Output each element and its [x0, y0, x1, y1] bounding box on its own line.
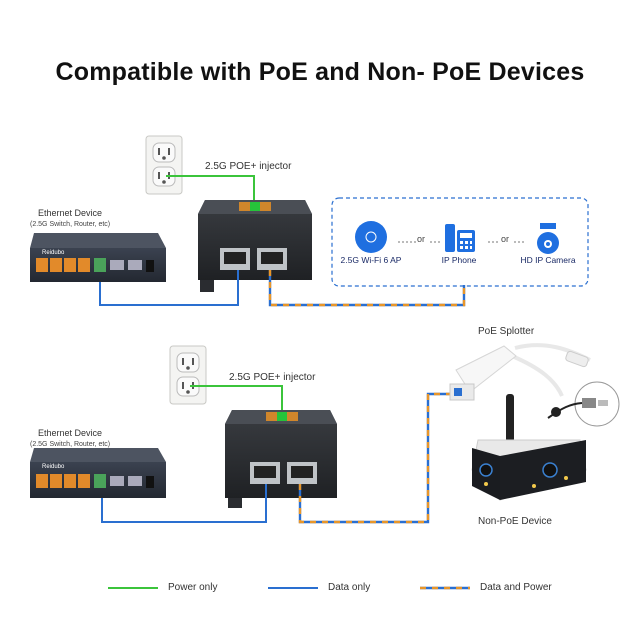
data-line [101, 484, 267, 523]
ip-phone-icon [445, 224, 475, 252]
poe-injector [198, 200, 312, 292]
legend-both-label: Data and Power [480, 582, 552, 593]
ethernet-device-sub: (2.5G Switch, Router, etc) [30, 221, 111, 228]
or-text: or [417, 234, 426, 244]
non-poe-device-label: Non-PoE Device [478, 516, 552, 527]
cable-connector-inset [547, 381, 620, 427]
poe-injector [225, 410, 337, 508]
data-line [99, 270, 239, 306]
poe-devices-box [331, 197, 589, 287]
non-poe-camera-icon [471, 394, 587, 501]
page-title: Compatible with PoE and Non- PoE Devices [55, 58, 585, 86]
splitter-label: PoE Splotter [478, 326, 535, 337]
legend-power-label: Power only [168, 582, 218, 593]
power-line [190, 385, 283, 412]
ethernet-device-sub: (2.5G Switch, Router, etc) [30, 441, 111, 448]
ethernet-device-label: Ethernet Device [38, 428, 103, 438]
device-label-wifi-ap: 2.5G Wi-Fi 6 AP [340, 255, 402, 265]
switch-brand: Reidubo [42, 464, 65, 470]
device-label-ip-camera: HD IP Camera [520, 255, 576, 265]
power-line [166, 175, 255, 202]
ethernet-device-label: Ethernet Device [38, 208, 103, 218]
wifi-ap-icon [355, 221, 387, 253]
wall-outlet-icon [169, 345, 207, 405]
wall-outlet-icon [145, 135, 183, 195]
injector-label: 2.5G POE+ injector [205, 161, 292, 172]
ip-camera-icon [537, 223, 559, 254]
legend-data-label: Data only [328, 582, 371, 593]
switch-brand: Reidubo [42, 250, 65, 256]
poe-splitter [449, 343, 591, 401]
injector-label: 2.5G POE+ injector [229, 372, 316, 383]
ethernet-switch [30, 233, 166, 282]
ethernet-switch [30, 448, 166, 498]
or-text: or [501, 234, 510, 244]
device-label-ip-phone: IP Phone [441, 255, 477, 265]
